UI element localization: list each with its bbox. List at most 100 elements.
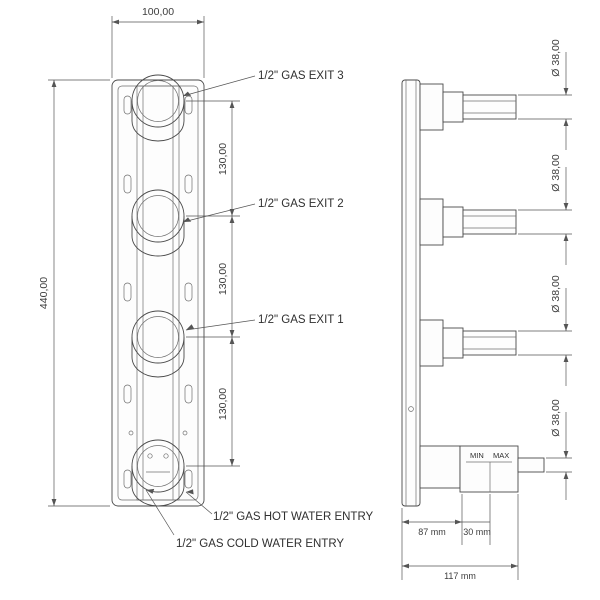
arrow-head [51,80,57,87]
mount-slot [184,384,193,404]
arrow-head [229,216,235,223]
nozzle-tube [462,94,517,120]
arrow-head [229,101,235,108]
screw-hole [182,430,188,436]
arrow-head [229,209,235,216]
leader-line-exit2 [182,203,256,223]
valve-label-max: MAX [493,451,509,460]
arrow-head [563,324,569,331]
front-dimensions: 100,00 440,00 130,00 130,00 [38,6,240,507]
front-center-channel [136,85,180,501]
side-screw-hole [408,406,414,412]
arrow-head [563,355,569,362]
mount-slot [123,282,132,302]
port-collar [131,101,185,142]
dim-spacing-2: 130,00 [217,263,229,295]
port-inner-ring [137,316,179,358]
dim-diameter-4: Ø 38,00 [550,399,562,437]
arrow-head [229,337,235,344]
front-view [111,74,205,507]
dim-depth-117: 117 mm [444,571,476,581]
callout-cold: 1/2" GAS COLD WATER ENTRY [176,538,344,550]
leader-line-cold [145,489,175,536]
mount-slot [184,174,193,194]
callout-exit1: 1/2" GAS EXIT 1 [258,314,344,326]
valve-spout [517,457,545,473]
port-inner-ring [137,80,179,122]
port-inner-ring [137,445,179,487]
dim-diameter-2: Ø 38,00 [550,154,562,192]
mount-slot [123,174,132,194]
nozzle-base [419,319,444,367]
arrow-head [186,489,194,495]
dim-diameter-1: Ø 38,00 [550,39,562,77]
port-collar [131,337,185,378]
arrow-head [51,499,57,506]
front-callouts: 1/2" GAS EXIT 3 1/2" GAS EXIT 2 1/2" GAS… [145,70,374,550]
dim-overall-height: 440,00 [38,277,50,309]
front-plate-outline [111,79,205,507]
valve-base [419,445,461,489]
arrow-head [563,203,569,210]
port-collar [131,216,185,257]
side-nozzle-3 [419,83,517,131]
arrow-head [563,451,569,458]
port-collar [131,466,185,507]
mount-slot [184,282,193,302]
nozzle-mid [442,327,464,359]
callout-hot: 1/2" GAS HOT WATER ENTRY [213,511,374,523]
arrow-head [402,519,409,525]
leader-line-exit1 [185,319,256,331]
arrow-head [229,330,235,337]
side-body-outline [401,79,421,507]
screw-hole [128,430,134,436]
callout-exit3: 1/2" GAS EXIT 3 [258,70,344,82]
valve-label-min: MIN [470,451,484,460]
arrow-head [146,488,155,494]
nozzle-mid [442,91,464,123]
callout-exit2: 1/2" GAS EXIT 2 [258,198,344,210]
arrow-head [563,119,569,126]
dim-depth-30: 30 mm [463,527,491,537]
inlet-hot-hole [147,453,153,459]
mount-slot [123,469,132,489]
side-valve-assembly: MIN MAX [419,445,545,493]
side-dimensions: Ø 38,00 Ø 38,00 Ø 38,00 Ø 38,00 [401,39,572,581]
outlet-port-2 [131,189,185,257]
side-view: MIN MAX [401,79,545,507]
arrow-head [112,19,119,25]
nozzle-tube [462,330,517,356]
side-nozzle-2 [419,198,517,246]
arrow-head [455,519,462,525]
mount-slot [123,95,132,115]
mount-slot [123,384,132,404]
outlet-port-1 [131,310,185,378]
dim-diameter-3: Ø 38,00 [550,275,562,313]
dim-overall-width: 100,00 [142,6,174,18]
arrow-head [183,217,192,222]
inlet-port [131,439,185,507]
nozzle-tube [462,209,517,235]
outlet-port-3 [131,74,185,142]
leader-line-hot [185,491,213,515]
leader-line-exit3 [182,75,256,97]
arrow-head [197,19,204,25]
arrow-head [511,563,518,569]
arrow-head [183,91,192,96]
side-nozzle-1 [419,319,517,367]
mount-slot [184,469,193,489]
dim-depth-87: 87 mm [418,527,446,537]
arrow-head [563,234,569,241]
port-inner-ring [137,195,179,237]
mount-slot [184,95,193,115]
nozzle-mid [442,206,464,238]
arrow-head [563,472,569,479]
arrow-head [186,324,195,330]
arrow-head [229,459,235,466]
dim-spacing-1: 130,00 [217,143,229,175]
inlet-cold-hole [163,453,169,459]
valve-body [459,445,519,493]
arrow-head [402,563,409,569]
